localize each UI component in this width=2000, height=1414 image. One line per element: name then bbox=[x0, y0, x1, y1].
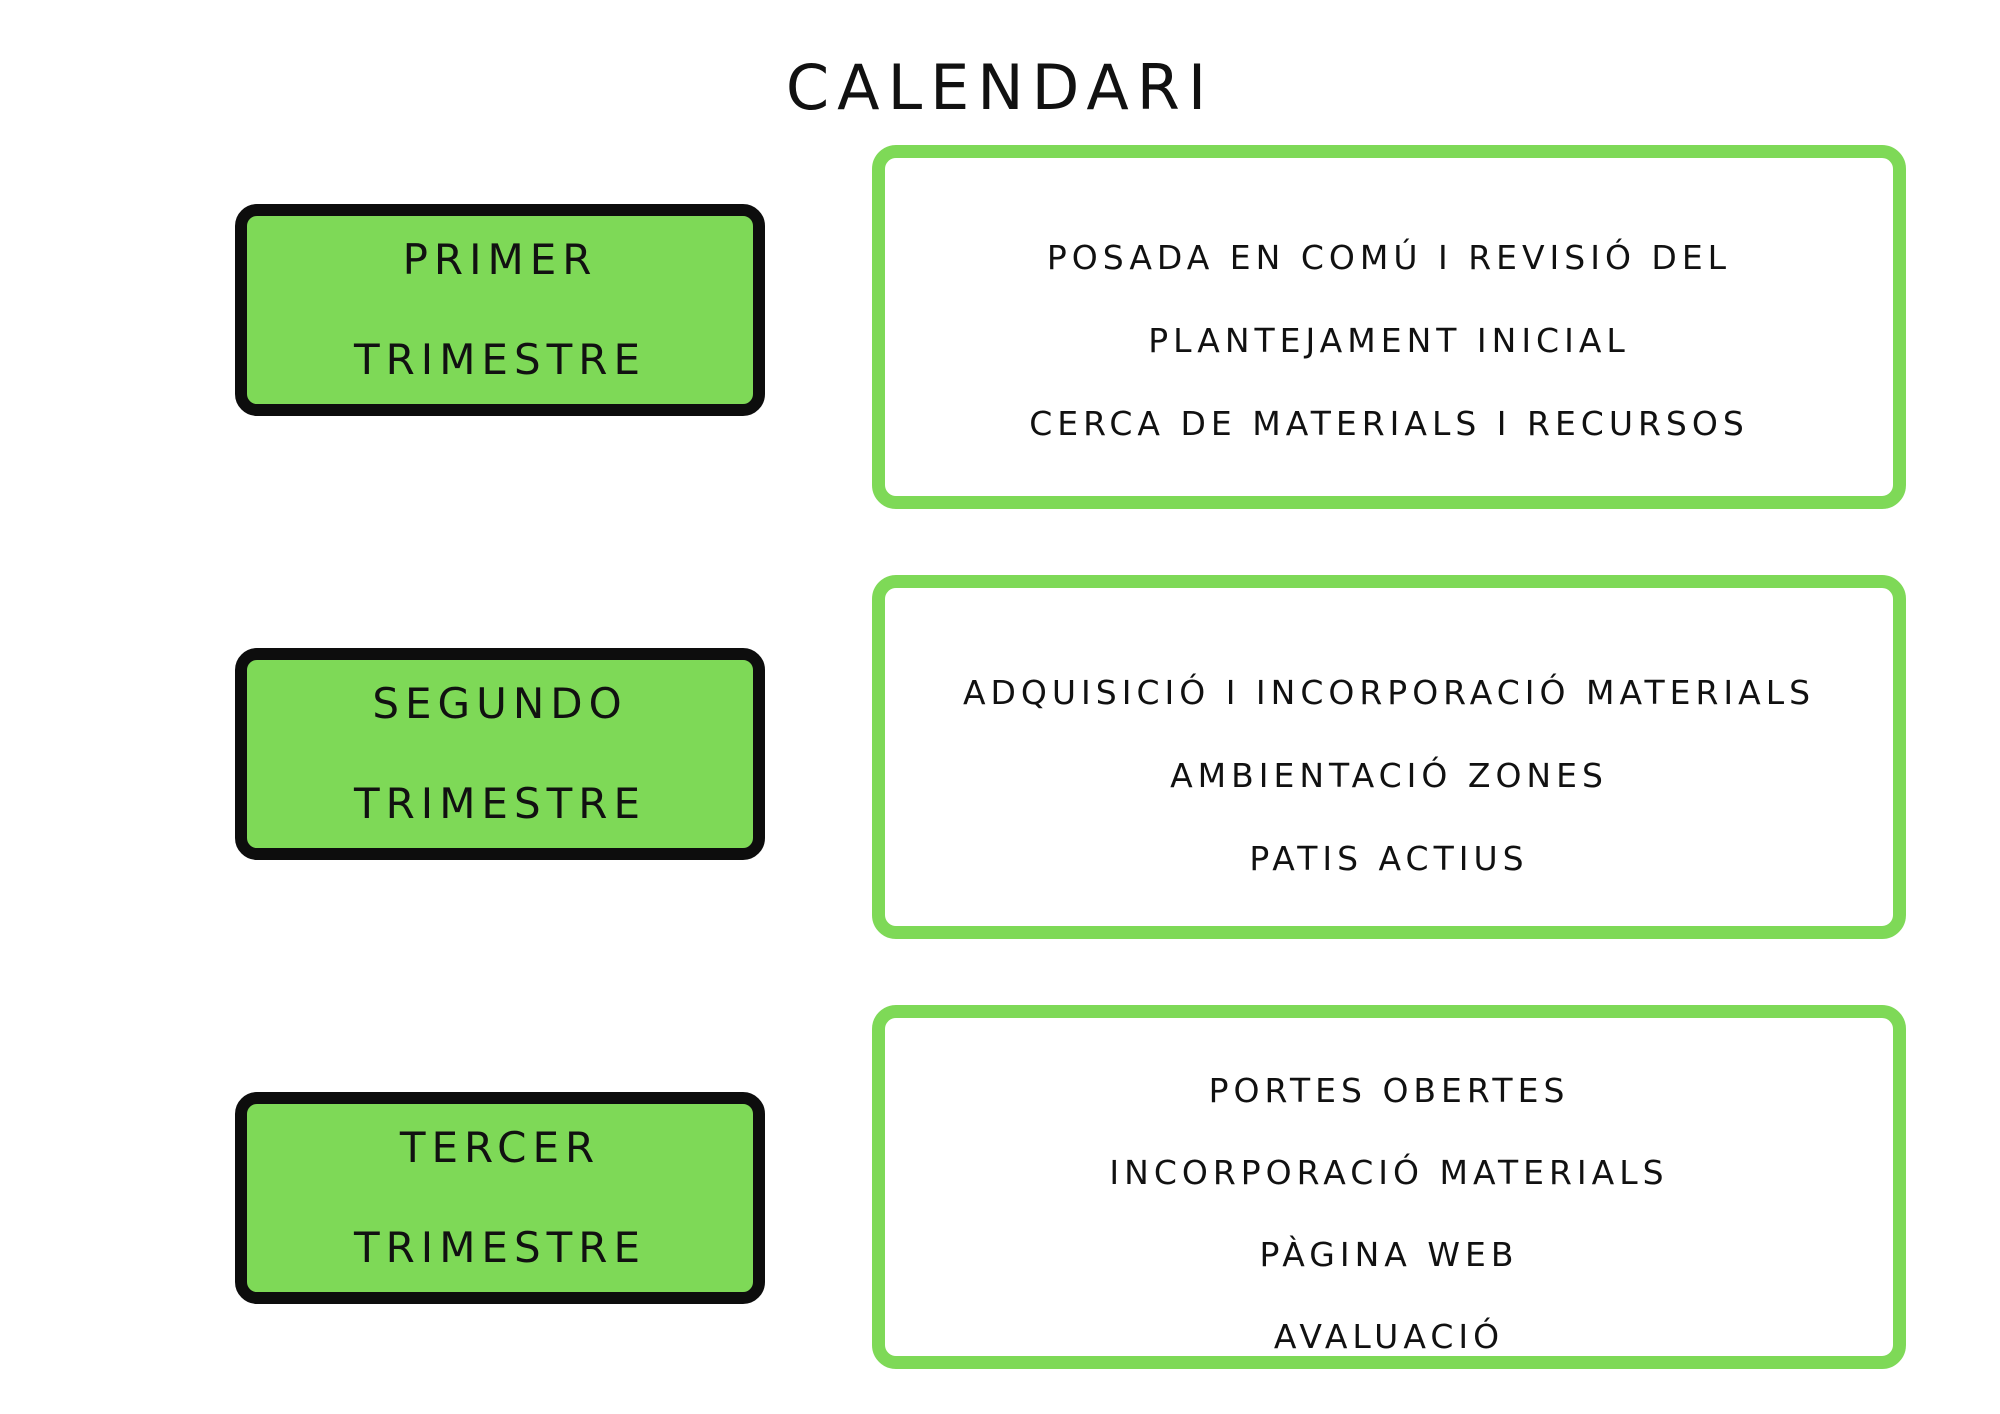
term-detail-item: CERCA DE MATERIALS I RECURSOS bbox=[1029, 404, 1749, 443]
term-detail-item: PLANTEJAMENT INICIAL bbox=[1148, 321, 1630, 360]
term-details-tercer: PORTES OBERTES INCORPORACIÓ MATERIALS PÀ… bbox=[872, 1005, 1906, 1369]
term-detail-item: PATIS ACTIUS bbox=[1249, 839, 1529, 878]
term-detail-item: AVALUACIÓ bbox=[1273, 1317, 1505, 1356]
term-label-segundo: SEGUNDO TRIMESTRE bbox=[235, 648, 765, 860]
term-label-tercer: TERCER TRIMESTRE bbox=[235, 1092, 765, 1304]
term-label-line: TERCER bbox=[399, 1123, 601, 1172]
term-label-line: TRIMESTRE bbox=[353, 1223, 647, 1272]
term-detail-item: INCORPORACIÓ MATERIALS bbox=[1109, 1153, 1669, 1192]
term-detail-item: PORTES OBERTES bbox=[1208, 1071, 1570, 1110]
term-label-line: PRIMER bbox=[402, 235, 598, 284]
term-label-line: TRIMESTRE bbox=[353, 335, 647, 384]
term-label-line: TRIMESTRE bbox=[353, 779, 647, 828]
term-detail-item: AMBIENTACIÓ ZONES bbox=[1170, 756, 1608, 795]
term-detail-item: ADQUISICIÓ I INCORPORACIÓ MATERIALS bbox=[962, 673, 1816, 712]
term-details-primer: POSADA EN COMÚ I REVISIÓ DEL PLANTEJAMEN… bbox=[872, 145, 1906, 509]
term-detail-item: PÀGINA WEB bbox=[1259, 1235, 1519, 1274]
term-label-line: SEGUNDO bbox=[372, 679, 628, 728]
page-title: CALENDARI bbox=[785, 51, 1215, 124]
term-detail-item: POSADA EN COMÚ I REVISIÓ DEL bbox=[1046, 238, 1732, 277]
term-details-segundo: ADQUISICIÓ I INCORPORACIÓ MATERIALS AMBI… bbox=[872, 575, 1906, 939]
term-label-primer: PRIMER TRIMESTRE bbox=[235, 204, 765, 416]
